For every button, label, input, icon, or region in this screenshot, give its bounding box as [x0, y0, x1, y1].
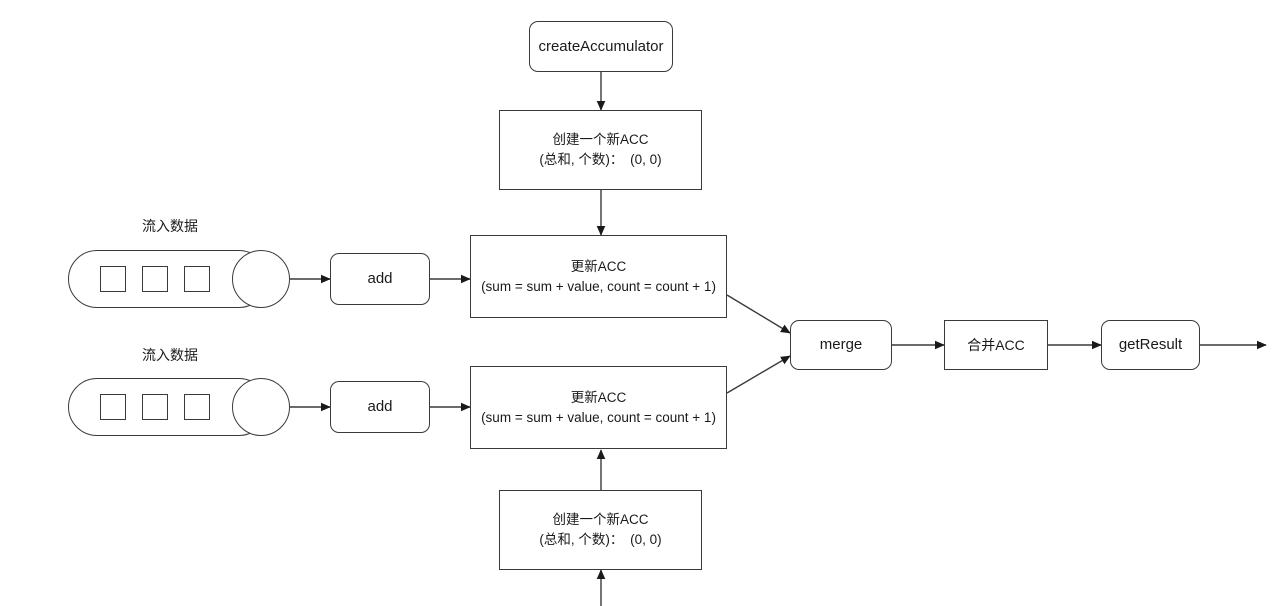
node-create-accumulator-top-label: createAccumulator [538, 37, 664, 55]
node-new-acc-top-label: 创建一个新ACC (总和, 个数)： (0, 0) [539, 132, 662, 167]
node-update-acc-top-label: 更新ACC (sum = sum + value, count = count … [481, 258, 716, 294]
stream-top-record-1 [100, 266, 126, 292]
node-update-acc-top[interactable]: 更新ACC (sum = sum + value, count = count … [470, 235, 727, 318]
node-merge[interactable]: merge [790, 320, 892, 370]
node-merge-acc-label: 合并ACC [967, 336, 1025, 353]
node-update-acc-bottom-label: 更新ACC (sum = sum + value, count = count … [481, 389, 716, 425]
edge-update-acc-bottom-to-merge [726, 355, 791, 394]
stream-top-record-3 [184, 266, 210, 292]
stream-top [68, 250, 290, 308]
edge-update-acc-top-to-merge [726, 294, 791, 334]
stream-bottom-record-2 [142, 394, 168, 420]
stream-top-record-2 [142, 266, 168, 292]
node-get-result[interactable]: getResult [1101, 320, 1200, 370]
node-new-acc-bottom-label: 创建一个新ACC (总和, 个数)： (0, 0) [539, 512, 662, 547]
node-merge-acc[interactable]: 合并ACC [944, 320, 1048, 370]
node-update-acc-bottom[interactable]: 更新ACC (sum = sum + value, count = count … [470, 366, 727, 449]
node-add-top[interactable]: add [330, 253, 430, 305]
stream-caption-bottom: 流入数据 [142, 345, 198, 365]
node-new-acc-top[interactable]: 创建一个新ACC (总和, 个数)： (0, 0) [499, 110, 702, 190]
stream-bottom-record-1 [100, 394, 126, 420]
node-merge-label: merge [819, 336, 863, 354]
node-get-result-label: getResult [1118, 336, 1183, 354]
node-add-top-label: add [367, 270, 393, 288]
stream-bottom [68, 378, 290, 436]
node-new-acc-bottom[interactable]: 创建一个新ACC (总和, 个数)： (0, 0) [499, 490, 702, 570]
stream-bottom-head-circle [232, 378, 290, 436]
stream-caption-top-label: 流入数据 [142, 218, 198, 234]
node-add-bottom-label: add [367, 398, 393, 416]
stream-top-head-circle [232, 250, 290, 308]
stream-caption-bottom-label: 流入数据 [142, 347, 198, 363]
stream-caption-top: 流入数据 [142, 216, 198, 236]
node-create-accumulator-top[interactable]: createAccumulator [529, 21, 673, 72]
stream-bottom-record-3 [184, 394, 210, 420]
node-add-bottom[interactable]: add [330, 381, 430, 433]
